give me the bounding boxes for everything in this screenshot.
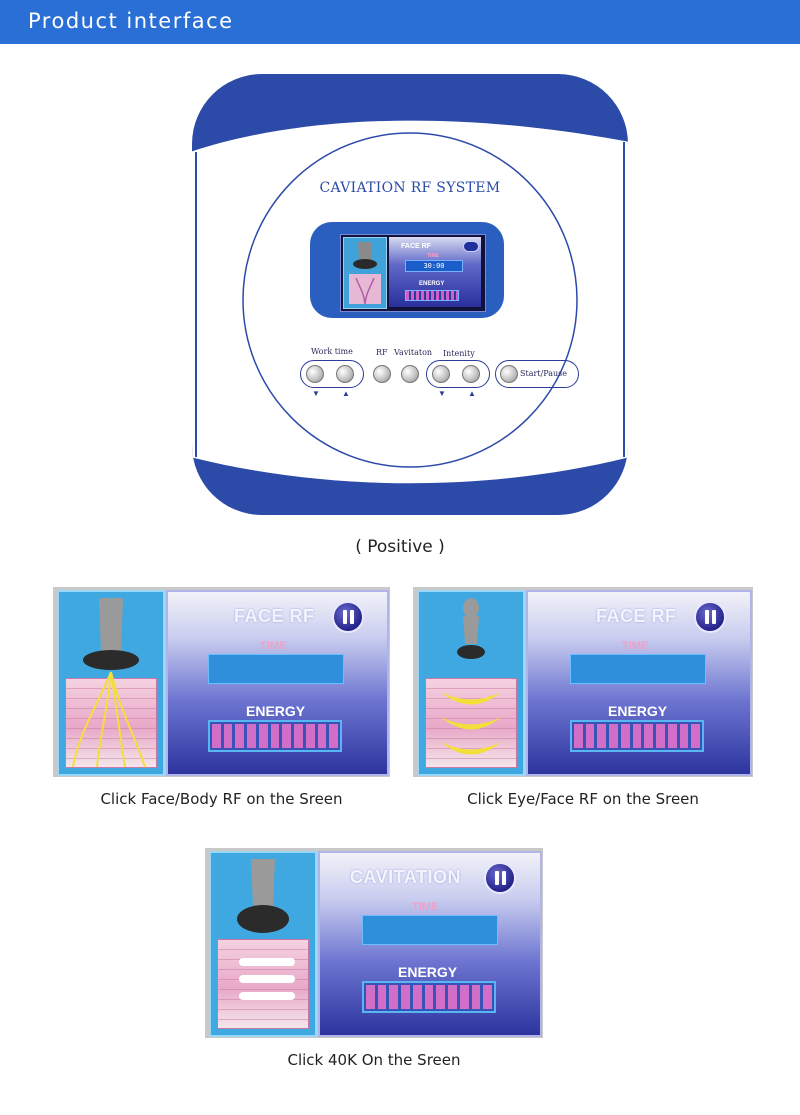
screen-time-label: TIME <box>427 253 439 259</box>
screen-mode: FACE RF <box>401 243 431 250</box>
down-arrow-icon: ▼ <box>312 389 320 398</box>
rf-label: RF <box>376 348 388 357</box>
caption-eye-face-rf: Click Eye/Face RF on the Sreen <box>467 790 699 808</box>
energy-bars <box>362 981 496 1013</box>
handpiece-icon <box>417 590 525 776</box>
work-time-up-button[interactable] <box>336 365 354 383</box>
energy-bars <box>570 720 704 752</box>
down-arrow-icon: ▼ <box>438 389 446 398</box>
time-display <box>570 654 706 684</box>
energy-label: ENERGY <box>246 703 306 719</box>
screen-energy-bars <box>405 290 459 301</box>
rf-button[interactable] <box>373 365 391 383</box>
mode-title: FACE RF <box>596 606 677 626</box>
energy-bars <box>208 720 342 752</box>
time-label: TIME <box>260 640 287 652</box>
face-body-rf-screen[interactable]: FACE RF TIME ENERGY <box>53 587 390 777</box>
eye-face-rf-screen[interactable]: FACE RF TIME ENERGY <box>413 587 753 777</box>
device-screen[interactable]: FACE RF TIME 30:00 ENERGY <box>340 234 486 312</box>
screen-energy-label: ENERGY <box>419 281 445 287</box>
intensity-group <box>426 360 490 388</box>
mode-title: FACE RF <box>234 606 315 626</box>
handpiece-icon <box>343 237 387 309</box>
skin-diagram <box>65 678 157 768</box>
start-pause-label: Start/Pause <box>520 369 567 378</box>
time-label: TIME <box>412 901 439 913</box>
screen-info: FACE RF TIME 30:00 ENERGY <box>389 237 481 307</box>
up-arrow-icon: ▲ <box>342 389 350 398</box>
pause-icon[interactable] <box>463 241 479 252</box>
work-time-group <box>300 360 364 388</box>
cavitation-label: Vavitaton <box>394 348 433 357</box>
energy-label: ENERGY <box>398 964 458 980</box>
intensity-up-button[interactable] <box>462 365 480 383</box>
mode-title: CAVITATION <box>350 867 461 887</box>
pause-icon[interactable] <box>332 601 364 633</box>
time-display <box>208 654 344 684</box>
screen-info: CAVITATION TIME ENERGY <box>318 851 542 1037</box>
energy-label: ENERGY <box>608 703 668 719</box>
device-front-panel: CAVIATION RF SYSTEM FACE RF TIME 30:00 E… <box>190 72 630 517</box>
caption-face-body-rf: Click Face/Body RF on the Sreen <box>100 790 343 808</box>
caption-cavitation: Click 40K On the Sreen <box>287 1051 461 1069</box>
handpiece-icon <box>57 590 165 776</box>
pause-icon[interactable] <box>484 862 516 894</box>
pause-icon[interactable] <box>694 601 726 633</box>
intensity-down-button[interactable] <box>432 365 450 383</box>
screen-info: FACE RF TIME ENERGY <box>526 590 752 776</box>
work-time-down-button[interactable] <box>306 365 324 383</box>
device-title: CAVIATION RF SYSTEM <box>319 180 501 196</box>
work-time-label: Work time <box>311 347 353 356</box>
screen-info: FACE RF TIME ENERGY <box>166 590 389 776</box>
up-arrow-icon: ▲ <box>468 389 476 398</box>
time-label: TIME <box>622 640 649 652</box>
page-title: Product interface <box>28 9 234 33</box>
cavitation-button[interactable] <box>401 365 419 383</box>
start-pause-group <box>495 360 579 388</box>
skin-diagram <box>217 939 309 1029</box>
cavitation-screen[interactable]: CAVITATION TIME ENERGY <box>205 848 543 1038</box>
screen-time-value: 30:00 <box>405 260 463 272</box>
intensity-label: Intenity <box>443 349 475 358</box>
start-pause-button[interactable] <box>500 365 518 383</box>
header-bar: Product interface <box>0 0 800 44</box>
handpiece-icon <box>209 851 317 1037</box>
time-display <box>362 915 498 945</box>
positive-caption: ( Positive ) <box>355 537 445 557</box>
